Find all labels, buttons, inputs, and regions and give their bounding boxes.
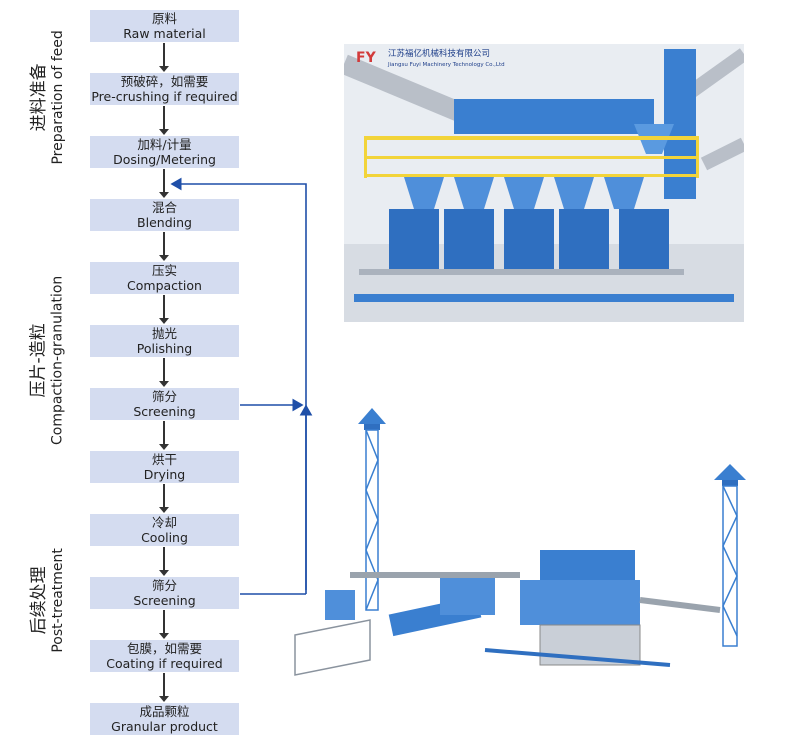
company-name-en: Jiangsu Fuyi Machinery Technology Co.,Lt… [387,62,505,68]
down-arrow [159,547,169,576]
down-arrow [159,295,169,324]
down-arrow [159,169,169,198]
post-treatment-plant-illustration [294,408,746,676]
down-arrow [159,484,169,513]
down-arrow [159,358,169,387]
down-arrow [159,43,169,72]
company-logo: FY [356,50,377,66]
compaction-plant-illustration: FY 江苏福亿机械科技有限公司 Jiangsu Fuyi Machinery T… [344,44,744,322]
down-arrow [159,610,169,639]
down-arrow [159,673,169,702]
down-arrow [159,106,169,135]
return-line-main [170,177,307,590]
down-arrow [159,421,169,450]
company-name-cn: 江苏福亿机械科技有限公司 [388,48,490,59]
down-arrow [159,232,169,261]
